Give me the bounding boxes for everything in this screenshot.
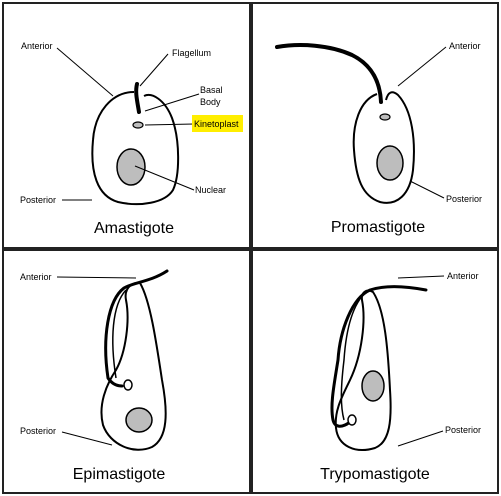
- trypomastigote-flagellum: [330, 285, 428, 428]
- amastigote-nucleus: [116, 148, 146, 186]
- promastigote-flagellum: [275, 43, 383, 104]
- promastigote-kinetoplast: [379, 113, 391, 121]
- epimastigote-cell-body: [100, 281, 167, 451]
- title-promastigote: Promastigote: [331, 219, 425, 236]
- label-basal-body-line1: Basal: [200, 85, 223, 95]
- label-anterior: Anterior: [20, 272, 52, 282]
- trypomastigote-cell-body: [334, 289, 392, 451]
- label-anterior: Anterior: [449, 41, 481, 51]
- epimastigote-leader-lines: [56, 276, 137, 446]
- trypomastigote-kinetoplast: [347, 414, 357, 426]
- amastigote-kinetoplast: [132, 121, 144, 129]
- title-amastigote: Amastigote: [94, 220, 174, 237]
- trypomastigote-undulating-membrane: [340, 291, 367, 421]
- label-flagellum: Flagellum: [172, 48, 211, 58]
- title-epimastigote: Epimastigote: [73, 466, 166, 483]
- panel-epimastigote: Anterior Posterior Epimastigote: [20, 269, 169, 483]
- amastigote-cell-body: [91, 91, 180, 206]
- trypomastigote-nucleus: [361, 370, 385, 402]
- epimastigote-undulating-membrane: [112, 289, 127, 379]
- label-basal-body-line2: Body: [200, 97, 221, 107]
- label-anterior: Anterior: [21, 41, 53, 51]
- panel-promastigote: Anterior Posterior Promastigote: [275, 41, 482, 236]
- title-trypomastigote: Trypomastigote: [320, 466, 430, 483]
- label-posterior: Posterior: [20, 195, 56, 205]
- epimastigote-kinetoplast: [123, 379, 133, 391]
- kinetoplast-highlight: [192, 115, 243, 132]
- panel-trypomastigote: Anterior Posterior Trypomastigote: [320, 271, 481, 483]
- epimastigote-nucleus: [125, 407, 153, 433]
- label-posterior: Posterior: [20, 426, 56, 436]
- promastigote-nucleus: [376, 145, 404, 181]
- promastigote-leader-lines: [397, 46, 447, 199]
- label-posterior: Posterior: [446, 194, 482, 204]
- amastigote-flagellum: [134, 82, 141, 114]
- label-anterior: Anterior: [447, 271, 479, 281]
- panel-amastigote: Anterior Flagellum Basal Body Kinetoplas…: [20, 41, 243, 237]
- label-posterior: Posterior: [445, 425, 481, 435]
- amastigote-leader-lines: [56, 47, 200, 201]
- epimastigote-flagellum: [104, 269, 169, 388]
- trypomastigote-leader-lines: [397, 275, 445, 447]
- label-kinetoplast: Kinetoplast: [194, 119, 239, 129]
- label-nuclear: Nuclear: [195, 185, 226, 195]
